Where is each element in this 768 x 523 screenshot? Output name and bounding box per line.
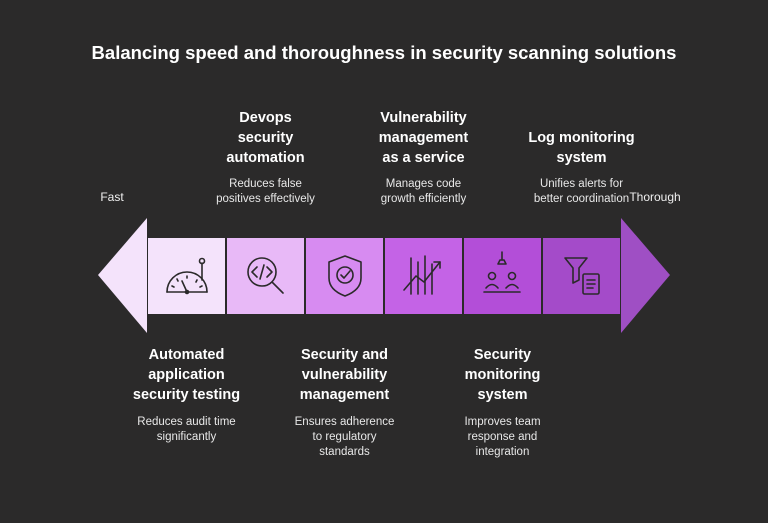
- speedometer-icon: [166, 257, 208, 295]
- heading-line: Automated: [148, 347, 225, 363]
- right-arrowhead: [621, 218, 670, 333]
- heading-line: Devops: [239, 110, 292, 126]
- heading-line: management: [299, 387, 390, 403]
- description-line: significantly: [156, 431, 217, 443]
- step-description-5: Improves team response and integration: [428, 415, 578, 460]
- segment-2: [227, 238, 304, 314]
- step-heading-2: Devops security automation: [191, 108, 341, 168]
- step-heading-6: Log monitoring system: [507, 128, 657, 168]
- filter-log-icon: [564, 257, 600, 295]
- heading-line: application: [148, 367, 225, 383]
- step-heading-4: Vulnerability management as a service: [349, 108, 499, 168]
- heading-line: vulnerability: [301, 367, 388, 383]
- description-line: integration: [475, 446, 530, 458]
- description-line: standards: [319, 446, 370, 458]
- description-line: better coordination: [533, 193, 630, 205]
- left-arrowhead: [98, 218, 147, 333]
- description-line: Reduces audit time: [137, 416, 236, 428]
- code-search-icon: [247, 257, 284, 294]
- description-line: Manages code: [385, 178, 462, 190]
- heading-line: Security: [473, 347, 532, 363]
- step-description-1: Reduces audit time significantly: [112, 415, 262, 445]
- heading-line: Security and: [300, 347, 389, 363]
- description-line: positives effectively: [216, 193, 315, 205]
- description-line: response and: [467, 431, 538, 443]
- heading-line: system: [477, 387, 528, 403]
- growth-chart-icon: [403, 255, 441, 295]
- heading-line: security testing: [132, 387, 241, 403]
- heading-line: automation: [226, 150, 305, 166]
- heading-line: security: [237, 130, 294, 146]
- diagram-title: Balancing speed and thoroughness in secu…: [91, 42, 677, 63]
- step-heading-3: Security and vulnerability management: [270, 345, 420, 405]
- heading-line: as a service: [382, 150, 465, 166]
- step-description-3: Ensures adherence to regulatory standards: [270, 415, 420, 460]
- shield-check-icon: [328, 255, 362, 297]
- segment-6: [543, 238, 620, 314]
- description-line: to regulatory: [312, 431, 377, 443]
- segment-4: [385, 238, 462, 314]
- heading-line: monitoring: [464, 367, 541, 383]
- segment-3: [306, 238, 383, 314]
- heading-line: management: [378, 130, 469, 146]
- description-line: Ensures adherence: [294, 416, 395, 428]
- heading-line: system: [556, 150, 607, 166]
- step-description-2: Reduces false positives effectively: [191, 177, 341, 207]
- segment-5: [464, 238, 541, 314]
- fast-label: Fast: [100, 190, 124, 204]
- heading-line: Log monitoring: [528, 130, 635, 146]
- description-line: Unifies alerts for: [539, 178, 624, 190]
- description-line: Improves team: [464, 416, 541, 428]
- description-line: Reduces false: [229, 178, 302, 190]
- step-description-6: Unifies alerts for better coordination: [507, 177, 657, 207]
- description-line: growth efficiently: [380, 193, 467, 205]
- team-alert-icon: [483, 251, 521, 293]
- thorough-label: Thorough: [629, 190, 681, 204]
- step-description-4: Manages code growth efficiently: [349, 177, 499, 207]
- step-heading-1: Automated application security testing: [112, 345, 262, 405]
- heading-line: Vulnerability: [380, 110, 467, 126]
- step-heading-5: Security monitoring system: [428, 345, 578, 405]
